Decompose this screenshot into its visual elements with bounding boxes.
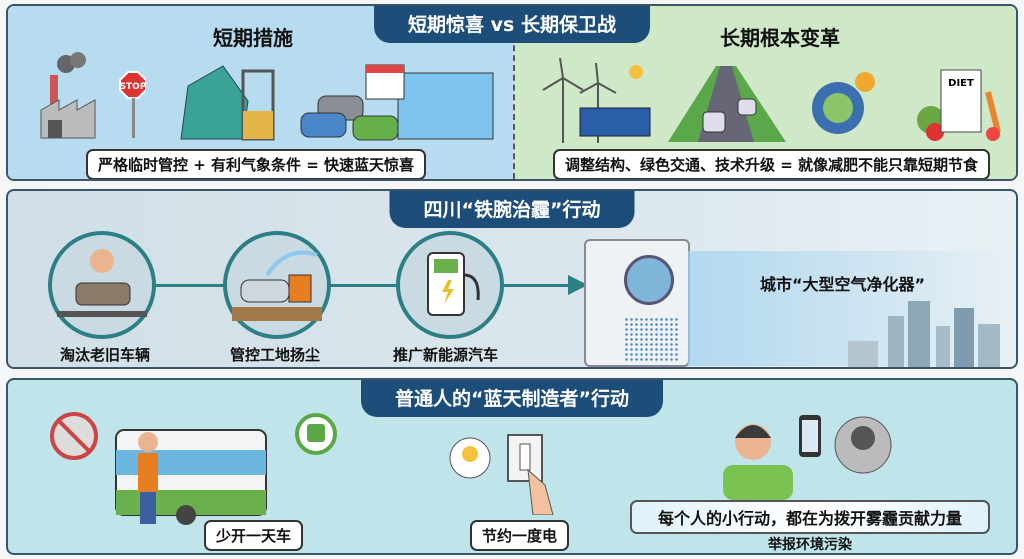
action-label: 少开一天车 [204, 520, 304, 551]
diet-label: DIET [948, 78, 974, 89]
panel-title: 普通人的“蓝天制造者”行动 [361, 380, 663, 417]
arrow-icon [568, 275, 588, 295]
action-label: 节约一度电 [470, 520, 570, 551]
step-label: 淘汰老旧车辆 [60, 346, 151, 364]
short-term-caption: 严格临时管控 + 有利气象条件 = 快速蓝天惊喜 [86, 149, 427, 179]
bus-icon [295, 413, 337, 455]
dust-control-icon [223, 231, 331, 339]
purifier-label: 城市“大型空气净化器” [760, 275, 926, 294]
wind-solar-icon [542, 58, 651, 143]
stop-sign-text: STOP [120, 82, 146, 92]
panel-title: 短期惊喜 vs 长期保卫战 [374, 6, 650, 43]
green-road-icon [668, 66, 786, 142]
person-reporting-icon [723, 415, 892, 500]
sichuan-action-panel: 四川“铁腕治霾”行动 淘汰老旧车辆 管控工地扬尘 推广新能源汽车 城市“大型空气… [6, 189, 1018, 369]
no-car-key-icon [50, 412, 98, 460]
bus-walker-icon [115, 429, 267, 525]
connector-line [98, 284, 578, 287]
step-label: 管控工地扬尘 [230, 346, 321, 364]
panel-title: 四川“铁腕治霾”行动 [389, 191, 635, 228]
report-pollution-label: 举报环境污染 [768, 537, 852, 553]
blue-sky-maker-panel: 普通人的“蓝天制造者”行动 少开一天车 节约一度电 每个人的小行动，都在为拨开雾… [6, 378, 1018, 555]
ev-charger-icon [396, 231, 504, 339]
short-term-heading: 短期措施 [213, 26, 293, 50]
cars-blue-sky-icon [300, 64, 494, 141]
step-label: 推广新能源汽车 [393, 346, 499, 364]
covered-construction-icon [180, 65, 275, 141]
long-term-heading: 长期根本变革 [720, 26, 840, 50]
city-skyline-icon [848, 301, 1000, 367]
long-term-caption: 调整结构、绿色交通、技术升级 = 就像减肥不能只靠短期节食 [553, 149, 991, 179]
gear-leaf-icon [812, 72, 875, 134]
diet-clipboard-icon: DIET [917, 69, 1001, 141]
light-switch-icon [449, 434, 554, 515]
old-vehicle-icon [48, 231, 156, 339]
short-vs-long-panel: 短期惊喜 vs 长期保卫战 短期措施 长期根本变革 STOP 严格临时管控 + … [6, 4, 1018, 181]
factory-icon: STOP [40, 52, 146, 139]
air-purifier-icon [584, 239, 690, 367]
banner-message: 每个人的小行动，都在为拨开雾霾贡献力量 [630, 500, 990, 534]
